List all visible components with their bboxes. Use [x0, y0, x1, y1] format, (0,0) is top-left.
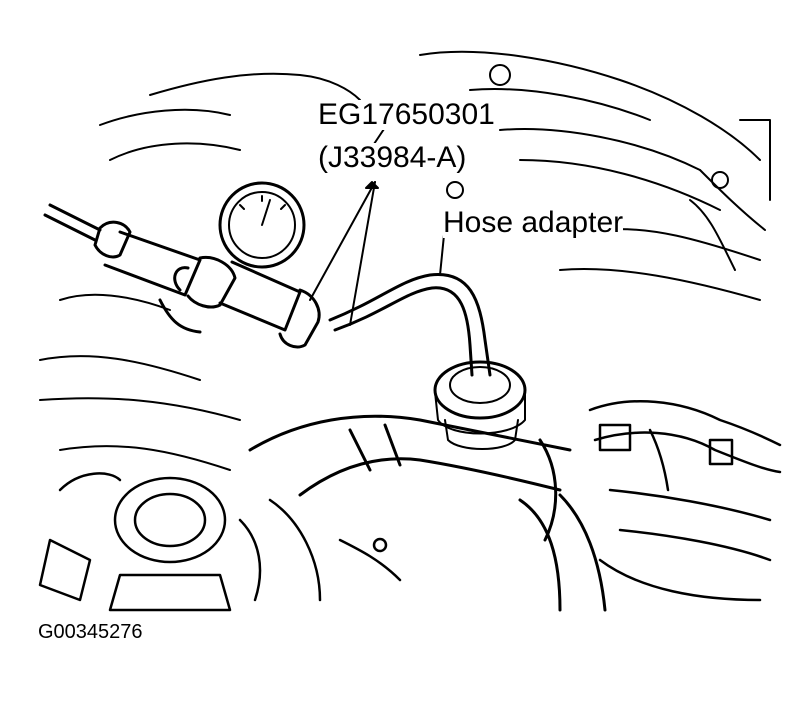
- fuel-pressure-tool: [43, 203, 321, 349]
- pressure-gauge: [218, 181, 306, 269]
- radiator-hose: [248, 414, 607, 612]
- alt-part-number-label: (J33984-A): [318, 141, 467, 174]
- hose-adapter-line: [328, 272, 492, 377]
- pressure-regulator-valve: [433, 360, 527, 450]
- part-number-label: EG17650301: [318, 98, 495, 131]
- lower-left-components: [38, 472, 402, 612]
- right-side-hoses: [588, 400, 782, 602]
- figure-id-label: G00345276: [38, 621, 143, 643]
- hose-adapter-label: Hose adapter: [443, 206, 624, 239]
- leader-lines: [309, 181, 446, 326]
